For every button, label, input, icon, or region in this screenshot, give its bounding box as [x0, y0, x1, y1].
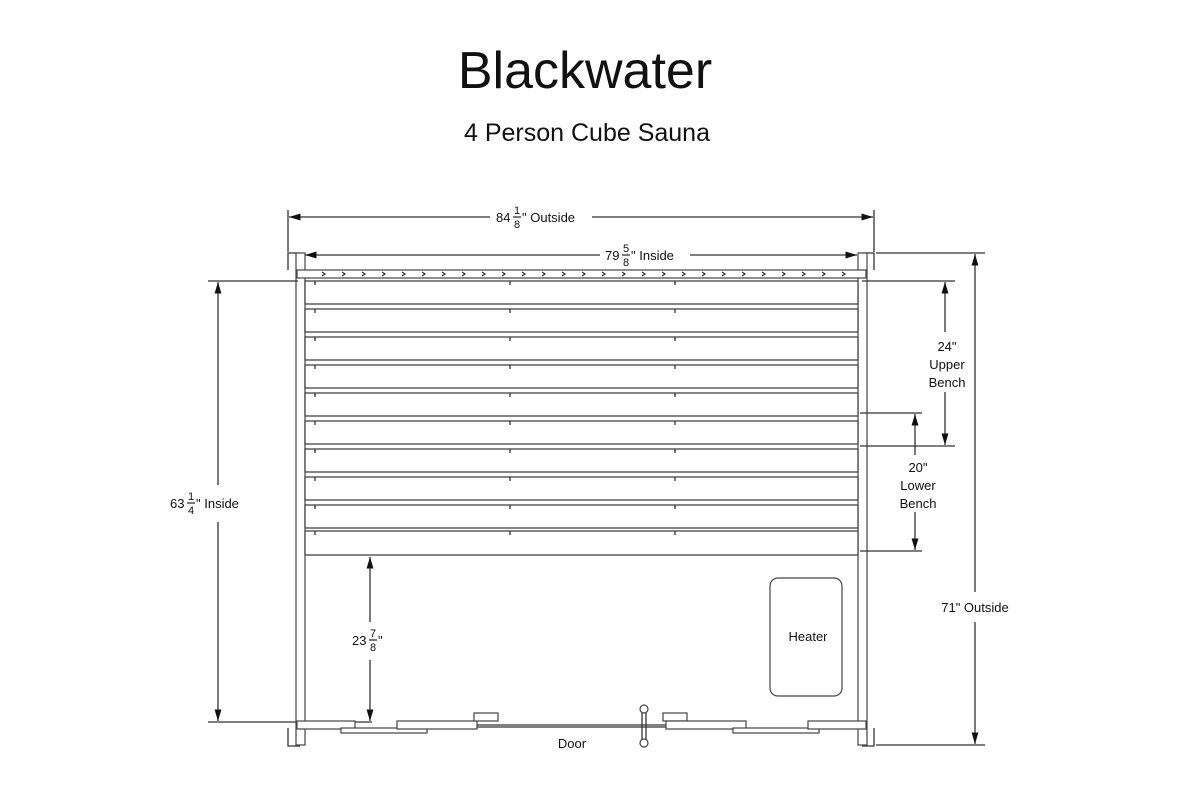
- bench-slat: [304, 308, 859, 333]
- log-joint-icon: [621, 271, 627, 277]
- bench-slat: [304, 392, 859, 417]
- svg-text:1: 1: [514, 205, 520, 217]
- log-joint-icon: [321, 271, 327, 277]
- svg-text:8: 8: [514, 219, 520, 231]
- log-joint-icon: [361, 271, 367, 277]
- svg-text:8: 8: [623, 257, 629, 269]
- bench-slat: [304, 336, 859, 361]
- log-joint-icon: [801, 271, 807, 277]
- svg-text:" Inside: " Inside: [196, 496, 239, 511]
- door-handle-icon: [639, 704, 649, 748]
- log-joint-icon: [541, 271, 547, 277]
- svg-text:" Inside: " Inside: [631, 248, 674, 263]
- log-joint-icon: [661, 271, 667, 277]
- log-joint-icon: [401, 271, 407, 277]
- bench-clearance-dimension: 23 7 8 ": [350, 557, 383, 723]
- bench-slat: [304, 476, 859, 501]
- svg-text:84: 84: [496, 210, 510, 225]
- bench-slat: [304, 504, 859, 529]
- svg-text:20": 20": [908, 460, 927, 475]
- svg-text:Upper: Upper: [929, 357, 965, 372]
- bench-slat: [304, 364, 859, 389]
- lower-bench-dimension: 20" Lower Bench: [860, 412, 937, 552]
- bench-slat: [304, 280, 859, 305]
- svg-text:Door: Door: [558, 736, 587, 751]
- upper-bench-dimension: 24" Upper Bench: [860, 280, 966, 447]
- inside-depth-dimension: 63 1 4 " Inside: [170, 280, 298, 723]
- log-joint-icon: [341, 271, 347, 277]
- subtitle: 4 Person Cube Sauna: [464, 119, 710, 147]
- log-joint-icon: [501, 271, 507, 277]
- bench-slat: [304, 530, 859, 556]
- log-joint-icon: [481, 271, 487, 277]
- log-joint-icon: [821, 271, 827, 277]
- svg-text:Lower: Lower: [900, 478, 936, 493]
- svg-text:Bench: Bench: [900, 496, 937, 511]
- log-joint-icon: [701, 271, 707, 277]
- svg-text:4: 4: [188, 505, 194, 517]
- svg-text:Heater: Heater: [788, 629, 828, 644]
- svg-text:7: 7: [370, 628, 376, 640]
- bench-slat: [304, 448, 859, 473]
- log-joint-icon: [461, 271, 467, 277]
- log-joint-icon: [741, 271, 747, 277]
- title: Blackwater: [458, 42, 712, 100]
- log-joint-icon: [381, 271, 387, 277]
- log-joint-icon: [601, 271, 607, 277]
- svg-text:": ": [378, 633, 383, 648]
- front-wall-door: Door: [296, 704, 867, 751]
- outside-depth-dimension: 71" Outside: [876, 252, 1009, 746]
- bench-slat: [304, 420, 859, 445]
- log-joint-icon: [681, 271, 687, 277]
- svg-text:24": 24": [937, 339, 956, 354]
- log-joint-icon: [441, 271, 447, 277]
- log-joint-icon: [421, 271, 427, 277]
- svg-text:5: 5: [623, 243, 629, 255]
- svg-text:" Outside: " Outside: [522, 210, 575, 225]
- svg-text:8: 8: [370, 642, 376, 654]
- svg-text:Bench: Bench: [929, 375, 966, 390]
- svg-text:79: 79: [605, 248, 619, 263]
- svg-text:71" Outside: 71" Outside: [941, 600, 1009, 615]
- heater: Heater: [769, 577, 843, 697]
- outside-width-dimension: 84 1 8 " Outside: [287, 205, 875, 252]
- log-joint-icon: [721, 271, 727, 277]
- log-joint-icon: [761, 271, 767, 277]
- log-joint-icon: [581, 271, 587, 277]
- svg-text:23: 23: [352, 633, 366, 648]
- log-joint-icon: [641, 271, 647, 277]
- log-joint-icon: [781, 271, 787, 277]
- bench-slats: [304, 280, 859, 556]
- log-joint-icon: [841, 271, 847, 277]
- svg-text:63: 63: [170, 496, 184, 511]
- log-joint-icon: [521, 271, 527, 277]
- inside-width-dimension: 79 5 8 " Inside: [305, 243, 857, 269]
- svg-text:1: 1: [188, 491, 194, 503]
- log-joint-icon: [561, 271, 567, 277]
